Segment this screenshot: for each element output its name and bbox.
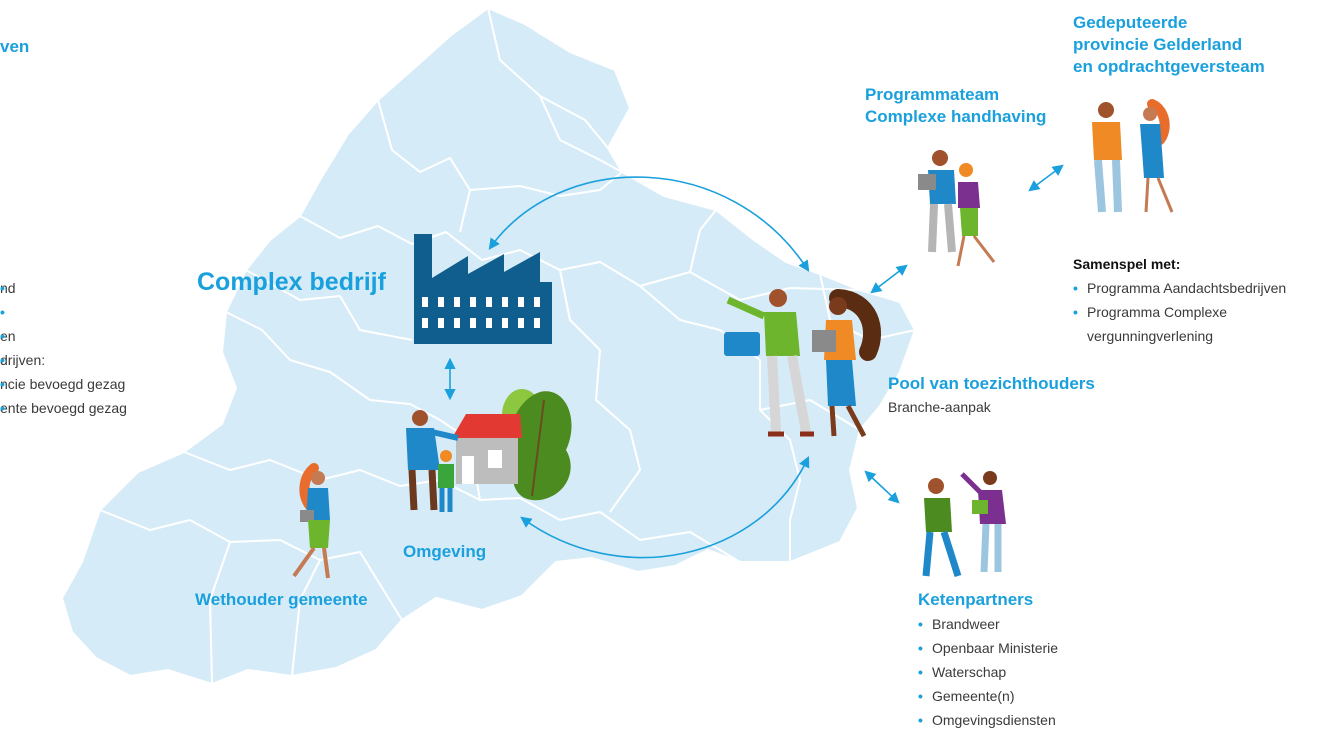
cut-left-line: nd: [0, 276, 127, 300]
gedeputeerde-label: Gedeputeerde provincie Gelderland en opd…: [1073, 12, 1265, 78]
pool-title: Pool van toezichthouders: [888, 374, 1095, 393]
programmateam-line1: Programmateam: [865, 85, 1000, 104]
arrow-pool-ketenpartners: [864, 470, 900, 504]
gedeputeerde-line1: Gedeputeerde: [1073, 13, 1188, 32]
cut-left-line: drijven:: [0, 348, 127, 372]
ketenpartners-title: Ketenpartners: [918, 590, 1034, 609]
cut-left-heading: ven: [0, 37, 30, 56]
samenspel-item: Programma Complexe: [1073, 300, 1286, 324]
ketenpartner-item: Waterschap: [918, 660, 1058, 684]
samenspel-item-continuation: vergunningverlening: [1087, 328, 1214, 344]
person-ketenpartners-icon: [922, 471, 1006, 578]
samenspel-heading: Samenspel met:: [1073, 256, 1181, 272]
person-gedeputeerde-icon: [1092, 99, 1174, 213]
programmateam-label: Programmateam Complexe handhaving: [865, 84, 1046, 128]
municipal-borders: [99, 7, 916, 685]
arrow-pool-programmateam: [870, 264, 908, 294]
person-wethouder-icon: [292, 463, 330, 579]
cut-left-line: ente bevoegd gezag: [0, 396, 127, 420]
ketenpartner-item: Openbaar Ministerie: [918, 636, 1058, 660]
ketenpartners-block: Ketenpartners Brandweer Openbaar Ministe…: [918, 589, 1058, 732]
cut-left-line: en: [0, 324, 127, 348]
samenspel-item: Programma Aandachtsbedrijven: [1073, 276, 1286, 300]
person-father-icon: [406, 410, 459, 511]
cut-left-line: [0, 300, 127, 324]
gedeputeerde-line2: provincie Gelderland: [1073, 35, 1243, 54]
factory-icon: [414, 234, 552, 344]
cycle-arrow-top: [488, 176, 810, 272]
person-inspector-clipboard-icon: [812, 289, 881, 438]
cut-left-line: ncie bevoegd gezag: [0, 372, 127, 396]
person-programmateam-icon: [918, 150, 996, 267]
ketenpartner-item: Omgevingsdiensten: [918, 708, 1058, 732]
complex-bedrijf-label: Complex bedrijf: [197, 268, 386, 296]
cycle-arrow-bottom: [520, 455, 810, 559]
ketenpartner-item: Brandweer: [918, 612, 1058, 636]
house-icon: [452, 414, 522, 484]
omgeving-label: Omgeving: [403, 542, 487, 561]
person-inspector-laptop-icon: [724, 289, 814, 437]
person-child-icon: [438, 450, 454, 512]
pool-subtitle: Branche-aanpak: [888, 399, 991, 415]
cut-left-list: nd en drijven: ncie bevoegd gezag ente b…: [0, 276, 127, 420]
ketenpartner-item: Gemeente(n): [918, 684, 1058, 708]
wethouder-label: Wethouder gemeente: [195, 590, 368, 609]
pool-block: Pool van toezichthouders Branche-aanpak: [888, 373, 1095, 419]
gedeputeerde-line3: en opdrachtgeversteam: [1073, 57, 1265, 76]
programmateam-line2: Complexe handhaving: [865, 107, 1047, 126]
arrow-programmateam-gedeputeerde: [1028, 164, 1064, 192]
samenspel-block: Samenspel met: Programma Aandachtsbedrij…: [1073, 256, 1286, 348]
